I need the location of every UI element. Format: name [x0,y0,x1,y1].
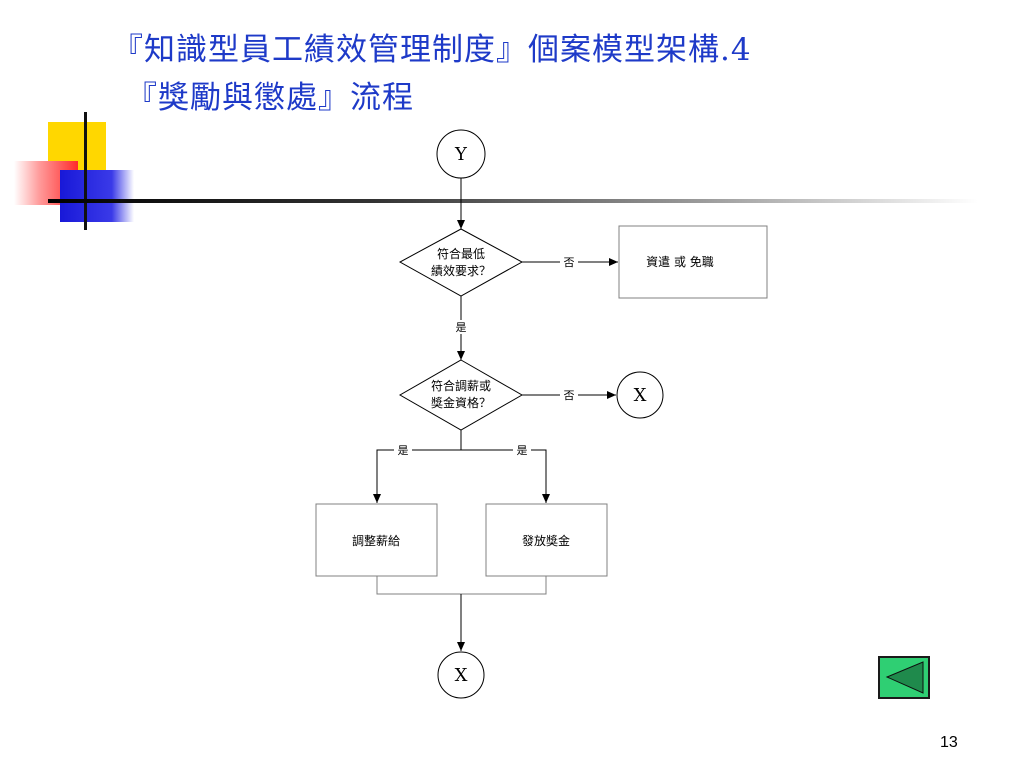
decision2-text-line2: 獎金資格？ [431,395,491,410]
edge-label-yes-left: 是 [398,444,409,457]
edge-label-yes-right: 是 [517,444,528,457]
connector-mid-label: X [634,385,647,406]
edge-decision2-yes-right [461,449,550,503]
start-node-label: Y [454,144,468,165]
connector-end: X [437,651,485,699]
page-number: 13 [940,734,958,751]
action-salary-text: 調整薪給 [352,533,400,548]
action-dismiss-text: 資遣 或 免職 [646,254,714,269]
decision1-text-line1: 符合最低 [437,246,485,261]
action-dismiss: 資遣 或 免職 [618,225,768,299]
connector-mid: X [616,371,664,419]
action-bonus-text: 發放獎金 [522,533,570,548]
triangle-left-icon [885,661,924,694]
edge-merge [376,576,547,595]
edge-label-no-1: 否 [564,256,575,269]
start-node: Y [436,129,486,179]
decision-raise-bonus-eligibility: 符合調薪或 獎金資格？ [398,359,524,431]
back-button[interactable] [878,656,930,699]
decor-horizontal-rule [48,199,978,203]
slide-title-line2: 『獎勵與懲處』流程 [126,80,414,116]
decor-blue-square [60,170,134,222]
action-adjust-salary: 調整薪給 [315,503,438,577]
decor-vertical-line [84,112,87,230]
action-issue-bonus: 發放獎金 [485,503,608,577]
decision1-text-line2: 績效要求？ [431,263,491,278]
edge-label-no-2: 否 [564,389,575,402]
decision-min-performance: 符合最低 績效要求？ [398,228,524,297]
edge-label-yes-1: 是 [456,321,467,334]
edge-decision2-yes-left [373,430,462,503]
connector-end-label: X [455,665,468,686]
decision2-text-line1: 符合調薪或 [431,378,491,393]
slide-title-line1: 『知識型員工績效管理制度』個案模型架構.4 [112,32,752,68]
